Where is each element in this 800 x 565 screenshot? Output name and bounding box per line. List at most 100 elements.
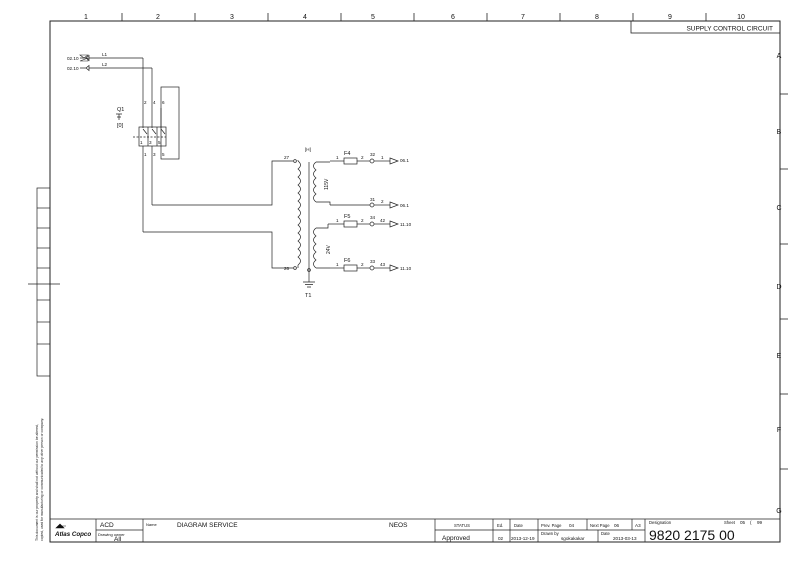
col-label-6: 6 [451, 14, 455, 21]
col-label-4: 4 [303, 14, 307, 21]
q1-term-3: 3 [153, 152, 156, 157]
col-label-5: 5 [371, 14, 375, 21]
f5-pin-out: 2 [361, 218, 364, 223]
side-note-line-1: This document is our property and shall … [35, 424, 39, 541]
q1-auxiliary-box [160, 86, 180, 160]
row-label-a: A [777, 53, 782, 60]
f5-pin-in: 1 [336, 218, 339, 223]
label-l1: L1 [102, 52, 108, 57]
ref-l2: 02.10 [67, 66, 79, 71]
status-label: STATUS [454, 523, 470, 528]
label-24v: 24V [326, 244, 332, 254]
sheet-sep: ( [750, 520, 752, 525]
primary-wire-26 [143, 231, 293, 269]
drawing-owner-value: All [114, 536, 122, 543]
primary-wire-27 [152, 160, 293, 206]
t1-primary-coil [297, 160, 301, 268]
tap-26-dot [293, 266, 297, 270]
f6-wire: 33 [370, 259, 376, 264]
arrow-31 [389, 201, 399, 209]
side-note-line-2: copied, used for manufacturing or commun… [40, 418, 44, 541]
column-ruler [121, 13, 707, 21]
date-label: Date [514, 523, 524, 528]
f6-ref: 11.10 [400, 266, 412, 271]
row-label-f: F [777, 427, 781, 434]
drawing-owner-label: Drawing owner [98, 532, 125, 537]
t1-secondary-115v [313, 161, 331, 205]
row-label-c: C [776, 205, 781, 212]
q1-contacts [142, 128, 166, 135]
col-label-3: 3 [230, 14, 234, 21]
ed-value: 02 [498, 536, 504, 541]
q1-term-5: 5 [162, 152, 165, 157]
f4-ref: 06.1 [400, 158, 409, 163]
drawing-frame [49, 20, 781, 543]
transformer-bracket: [H] [305, 147, 311, 152]
project-value: NEOS [389, 522, 408, 529]
circuit-labels: 02.10 02.10 L1 L2 Q1 [0] 2 4 6 1 3 5 1 3… [67, 52, 412, 299]
atlas-copco-logo: Atlas Copco [53, 521, 93, 540]
row-labels: A B C D E F G [776, 53, 781, 515]
col-label-1: 1 [84, 14, 88, 21]
f6-num: 43 [380, 262, 386, 267]
terminal-32 [369, 158, 375, 164]
q1-term-1: 1 [144, 152, 147, 157]
logo-text: Atlas Copco [54, 531, 91, 538]
date-value-2: 2013-03-13 [613, 536, 637, 541]
ground-node [307, 268, 311, 272]
sheet-label: Sheet [724, 520, 736, 525]
f5-label: F5 [344, 214, 350, 220]
acd-value: ACD [100, 522, 114, 529]
q1-top-pin-4: 4 [153, 100, 156, 105]
column-labels: 1 2 3 4 5 6 7 8 9 10 [84, 14, 745, 21]
b31-num: 2 [381, 199, 384, 204]
name-value: DIAGRAM SERVICE [177, 522, 238, 529]
arrow-f6 [389, 264, 399, 272]
col-label-9: 9 [668, 14, 672, 21]
f4-pin-out: 2 [361, 155, 364, 160]
tap-27-label: 27 [284, 155, 290, 160]
sheet-num: 05 [740, 520, 746, 525]
f4-label: F4 [344, 151, 350, 157]
col-label-2: 2 [156, 14, 160, 21]
row-ruler [780, 93, 788, 470]
ed-label: Ed. [497, 523, 503, 528]
terminal-34 [369, 221, 375, 227]
col-label-8: 8 [595, 14, 599, 21]
arrow-f5 [389, 220, 399, 228]
label-115v: 115V [324, 178, 330, 190]
date-value-1: 2013-12-19 [511, 536, 535, 541]
q1-bottom-pin-1: 1 [140, 140, 143, 145]
q1-operator-icon [116, 113, 122, 120]
name-label: Name [146, 522, 157, 527]
f5-wire: 34 [370, 215, 376, 220]
b31-ref: 06.1 [400, 203, 409, 208]
q1-body [138, 126, 167, 147]
fuse-f6 [343, 264, 358, 272]
drawn-by-label: Drawn by [541, 531, 560, 536]
f4-num: 1 [381, 155, 384, 160]
row-label-g: G [776, 508, 781, 515]
ground-icon [303, 281, 315, 288]
status-value: Approved [442, 535, 470, 542]
b31-wire: 31 [370, 197, 376, 202]
row-label-b: B [777, 129, 782, 136]
fuse-f4 [343, 157, 358, 165]
tap-27-dot [293, 159, 297, 163]
row-label-d: D [776, 284, 781, 291]
designation-label: Designation [649, 520, 672, 525]
terminal-31 [369, 202, 375, 208]
q1-bottom-pin-3: 3 [149, 140, 152, 145]
f6-label: F6 [344, 258, 350, 264]
col-label-10: 10 [737, 14, 745, 21]
label-l2: L2 [102, 62, 108, 67]
row-label-e: E [777, 353, 782, 360]
title-block-text: ACD Drawing owner All Name DIAGRAM SERVI… [98, 520, 763, 543]
arrow-f4 [389, 157, 399, 165]
designation-value: 9820 2175 00 [649, 527, 735, 543]
t1-secondary-24v [313, 224, 330, 269]
title-block [50, 518, 780, 542]
q1-bottom-pin-5: 5 [158, 140, 161, 145]
terminal-33 [369, 265, 375, 271]
